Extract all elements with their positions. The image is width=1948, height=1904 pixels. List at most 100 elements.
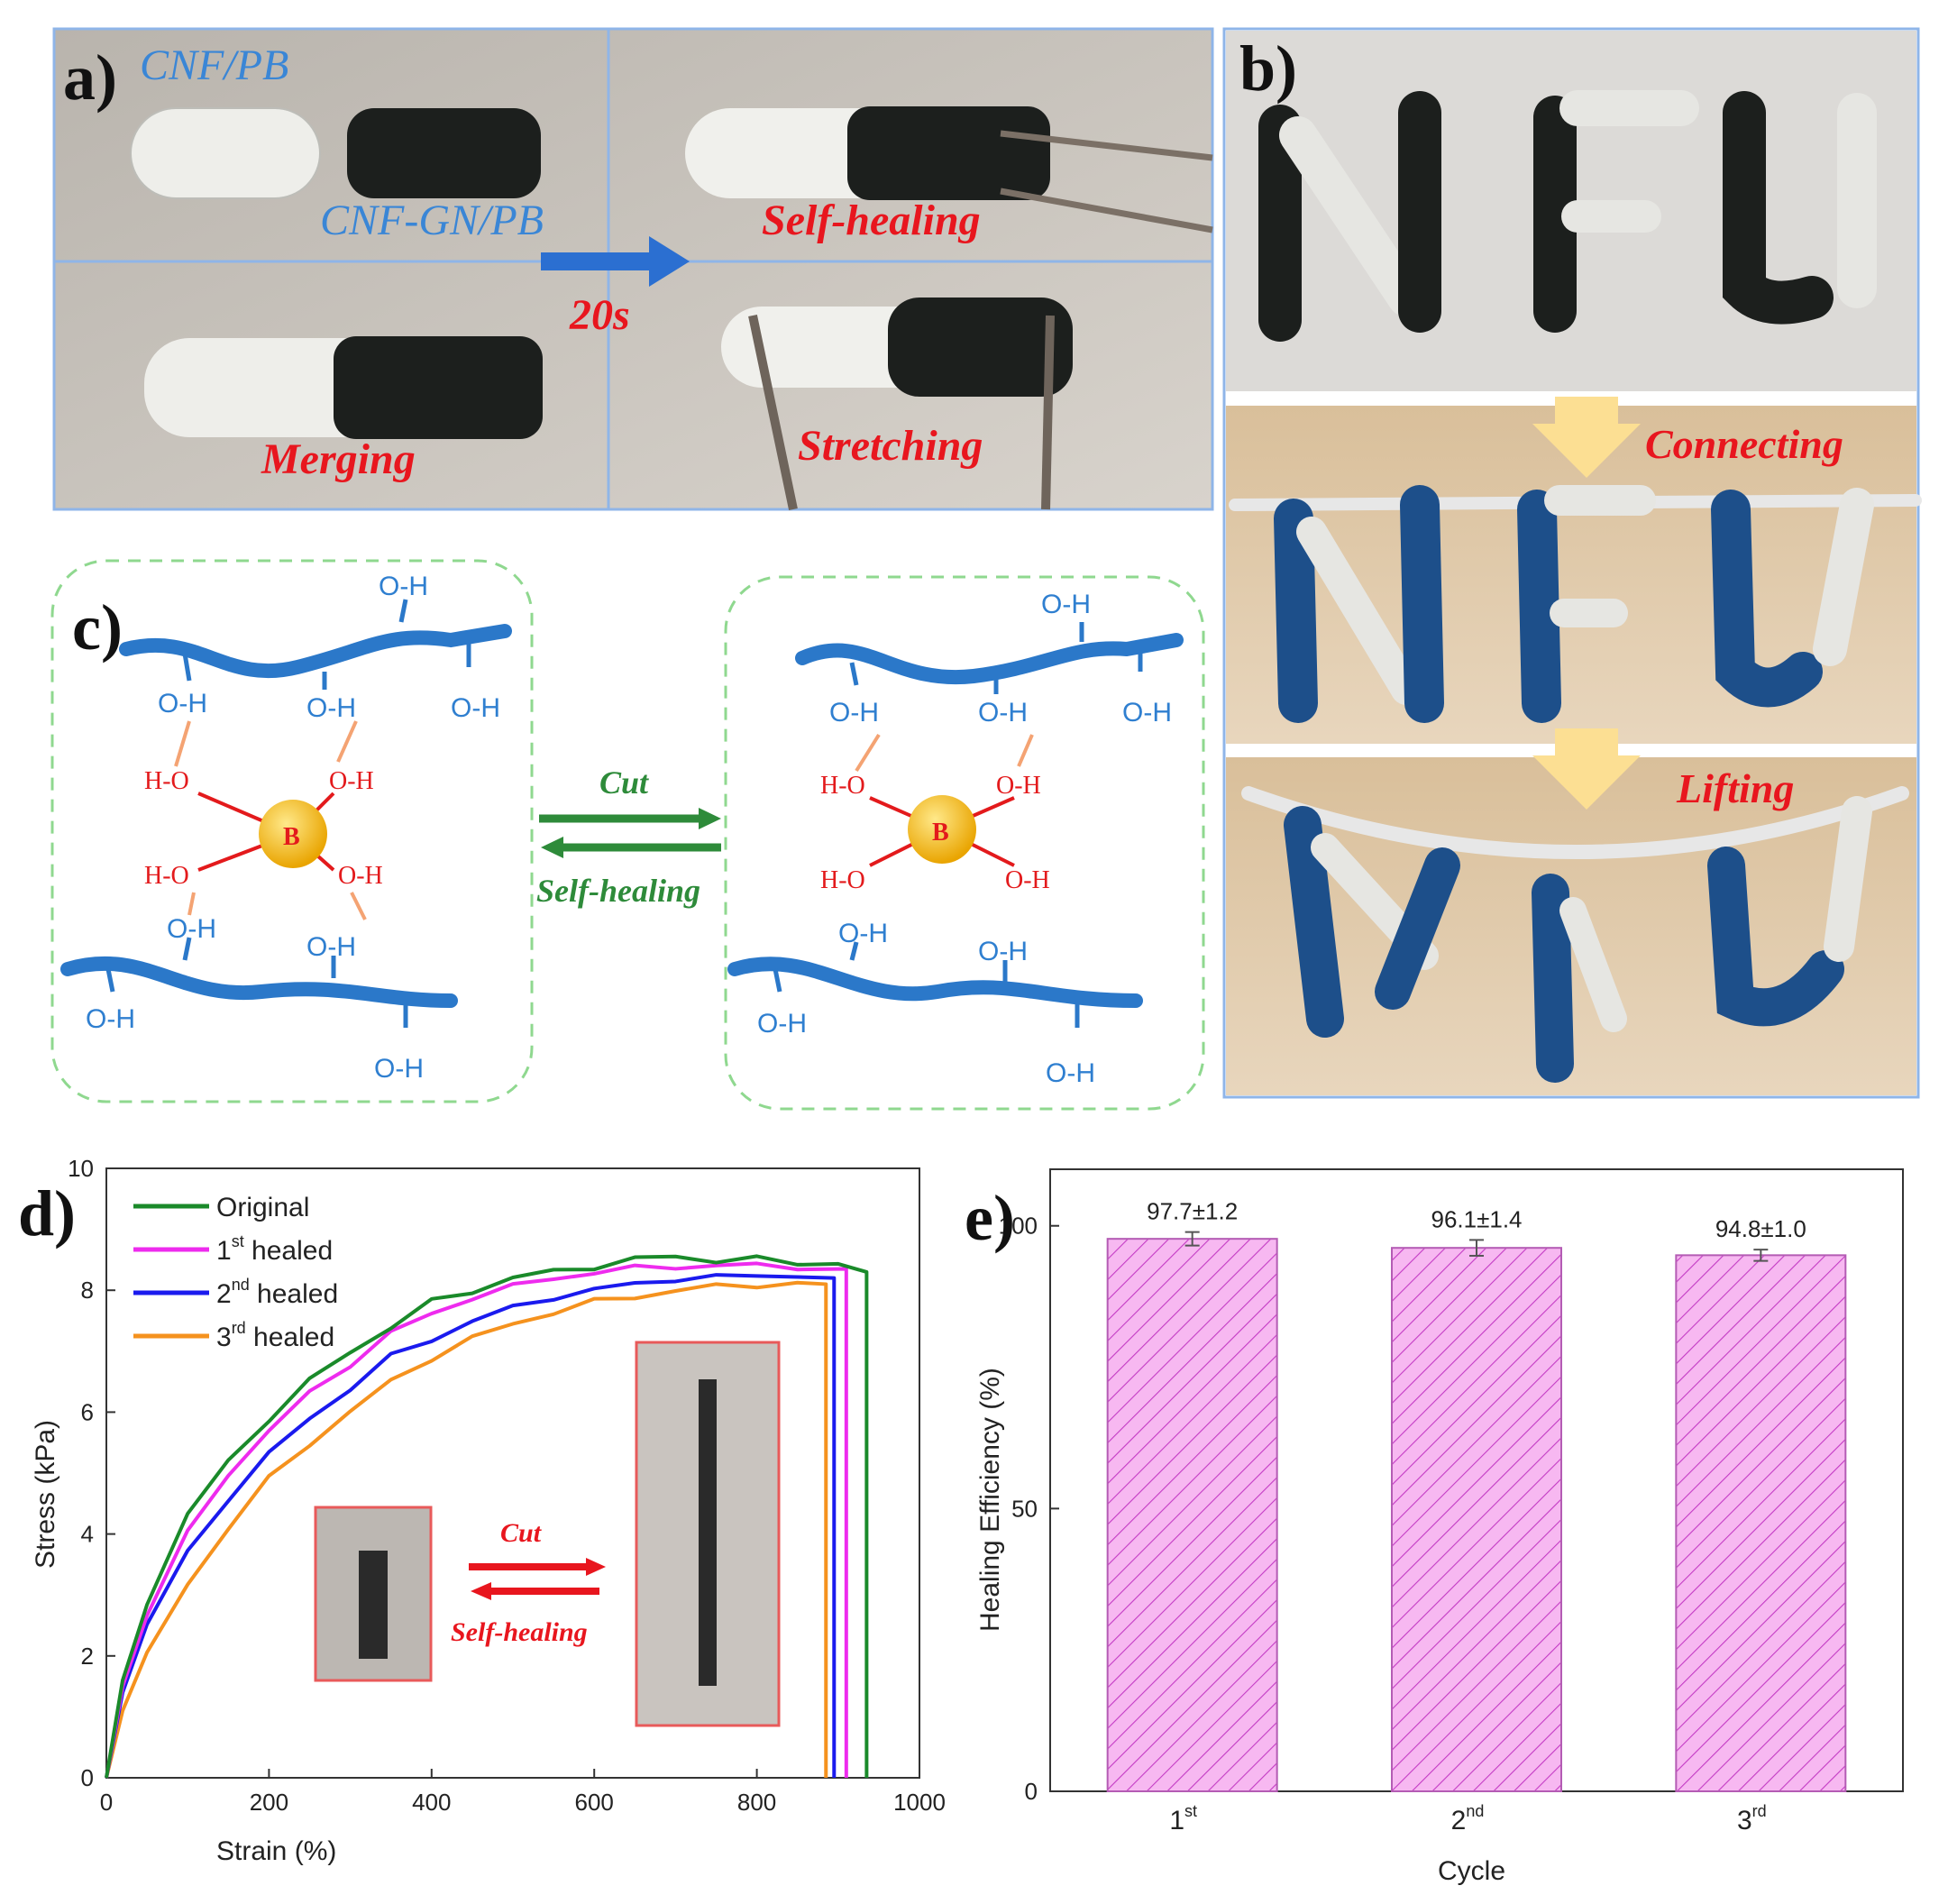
healed-sample-black-part	[847, 106, 1050, 200]
panel-label-a: a)	[63, 41, 117, 114]
nfu-letters-original	[1258, 90, 1877, 342]
stretched-sample-black-part	[888, 298, 1073, 397]
oh-red-label: O-H	[1005, 866, 1050, 894]
crosslink-left: B O-H O-H O-H O-H O-H O-H O-H O-H H-O O-…	[60, 572, 512, 1084]
tweezer-arm-bottom	[1000, 188, 1213, 233]
chart-d-xlabel: Strain (%)	[216, 1836, 336, 1866]
x-tick-label: 1000	[893, 1789, 946, 1816]
oh-label: O-H	[86, 1004, 135, 1034]
series-line-1	[105, 1254, 869, 1779]
oh-label: O-H	[167, 914, 216, 944]
inset-reverse-arrow-head	[471, 1582, 491, 1600]
tweezer-arm-top	[1000, 130, 1213, 161]
oh-label: O-H	[1046, 1058, 1095, 1088]
x-tick-label: 2nd	[1451, 1802, 1485, 1835]
reverse-arrow-head	[541, 837, 563, 858]
bar-data-label: 96.1±1.4	[1431, 1205, 1522, 1232]
oh-label: O-H	[838, 919, 888, 948]
down-arrow-2	[1532, 728, 1641, 810]
ho-label: H-O	[144, 767, 189, 795]
oh-label: O-H	[829, 698, 879, 728]
y-tick-label: 0	[1025, 1778, 1038, 1805]
crosslink-right: B O-H O-H O-H O-H O-H O-H O-H O-H H-O O-…	[727, 590, 1184, 1088]
label-lifting: Lifting	[1676, 765, 1794, 811]
down-arrow-1	[1532, 397, 1641, 478]
panel-label-e: e)	[965, 1182, 1015, 1254]
tweezer-right	[1041, 315, 1055, 510]
series-line-2	[105, 1261, 848, 1779]
x-tick-label: 800	[737, 1789, 776, 1816]
panel-c: c) B O-H O-H O-H O-H	[50, 559, 1205, 1111]
y-tick-label: 0	[81, 1764, 94, 1791]
label-time: 20s	[569, 291, 630, 339]
chart-e-bars: 97.7±1.2 96.1±1.4 94.8±1.0	[1106, 1198, 1847, 1792]
chart-d-ylabel: Stress (kPa)	[31, 1420, 60, 1569]
merging-sample-black-part	[334, 336, 543, 439]
legend-label: 3rd healed	[216, 1319, 334, 1352]
label-cut: Cut	[599, 764, 649, 801]
panel-label-d: d)	[18, 1177, 76, 1250]
oh-red-label: O-H	[329, 767, 374, 795]
bar	[1391, 1247, 1562, 1792]
legend-label: Original	[216, 1193, 309, 1222]
chart-e-xlabel: Cycle	[1438, 1856, 1505, 1886]
inset-forward-arrow-head	[586, 1558, 606, 1576]
oh-label: O-H	[1041, 590, 1091, 619]
chart-d-plot-area	[105, 1167, 920, 1779]
bar	[1106, 1238, 1278, 1792]
x-tick-label: 400	[412, 1789, 451, 1816]
y-tick-label: 10	[68, 1155, 94, 1182]
black-gel-sample	[347, 108, 541, 198]
panel-label-b: b)	[1239, 32, 1297, 105]
bar-data-label: 97.7±1.2	[1147, 1198, 1238, 1225]
boron-atom-right	[908, 795, 976, 864]
label-self-healing-c: Self-healing	[536, 873, 700, 909]
bar-data-label: 94.8±1.0	[1715, 1215, 1806, 1242]
process-arrow	[541, 236, 690, 287]
chart-d-series	[105, 1254, 869, 1779]
label-cnf-gn-pb: CNF-GN/PB	[320, 197, 544, 244]
panel-c-box-right	[724, 575, 1205, 1111]
y-tick-label: 2	[81, 1643, 94, 1670]
y-tick-label: 100	[999, 1213, 1038, 1240]
legend-label: 2nd healed	[216, 1276, 338, 1309]
oh-red-label: O-H	[338, 862, 383, 890]
label-stretching: Stretching	[798, 422, 983, 470]
forward-arrow-head	[699, 808, 721, 829]
oh-label: O-H	[374, 1054, 424, 1084]
y-tick-label: 4	[81, 1521, 94, 1548]
inset-label-cut: Cut	[500, 1518, 543, 1548]
x-tick-label: 1st	[1169, 1802, 1197, 1835]
inset-cut-sample	[359, 1551, 388, 1659]
nfu-letters-connected	[1229, 485, 1922, 723]
label-cnf-pb: CNF/PB	[140, 41, 288, 89]
chart-e-ylabel: Healing Efficiency (%)	[975, 1368, 1005, 1632]
oh-label: O-H	[1122, 698, 1172, 728]
x-tick-label: 600	[575, 1789, 614, 1816]
label-merging: Merging	[261, 435, 416, 483]
boron-atom-left	[259, 800, 327, 868]
tweezer-left	[748, 314, 798, 511]
inset-label-self-healing: Self-healing	[451, 1617, 588, 1647]
transparent-gel-sample	[130, 107, 321, 199]
inset-stretched-sample	[699, 1379, 717, 1686]
oh-label: O-H	[978, 698, 1028, 728]
oh-label: O-H	[306, 932, 356, 962]
oh-label: O-H	[379, 572, 428, 601]
x-tick-label: 3rd	[1737, 1802, 1767, 1835]
oh-label: O-H	[306, 693, 356, 723]
ho-label: H-O	[144, 862, 189, 890]
panel-a: a) CNF/PB CNF-GN/PB Self-healing 20s Mer…	[52, 27, 1214, 511]
bar	[1675, 1254, 1847, 1792]
boron-label-right: B	[932, 819, 949, 847]
panel-b: b) Connecting Lifting	[1222, 27, 1922, 1099]
panel-c-box-left	[50, 559, 534, 1103]
y-tick-label: 6	[81, 1398, 94, 1425]
ho-label: H-O	[820, 866, 865, 894]
x-tick-label: 0	[100, 1789, 113, 1816]
